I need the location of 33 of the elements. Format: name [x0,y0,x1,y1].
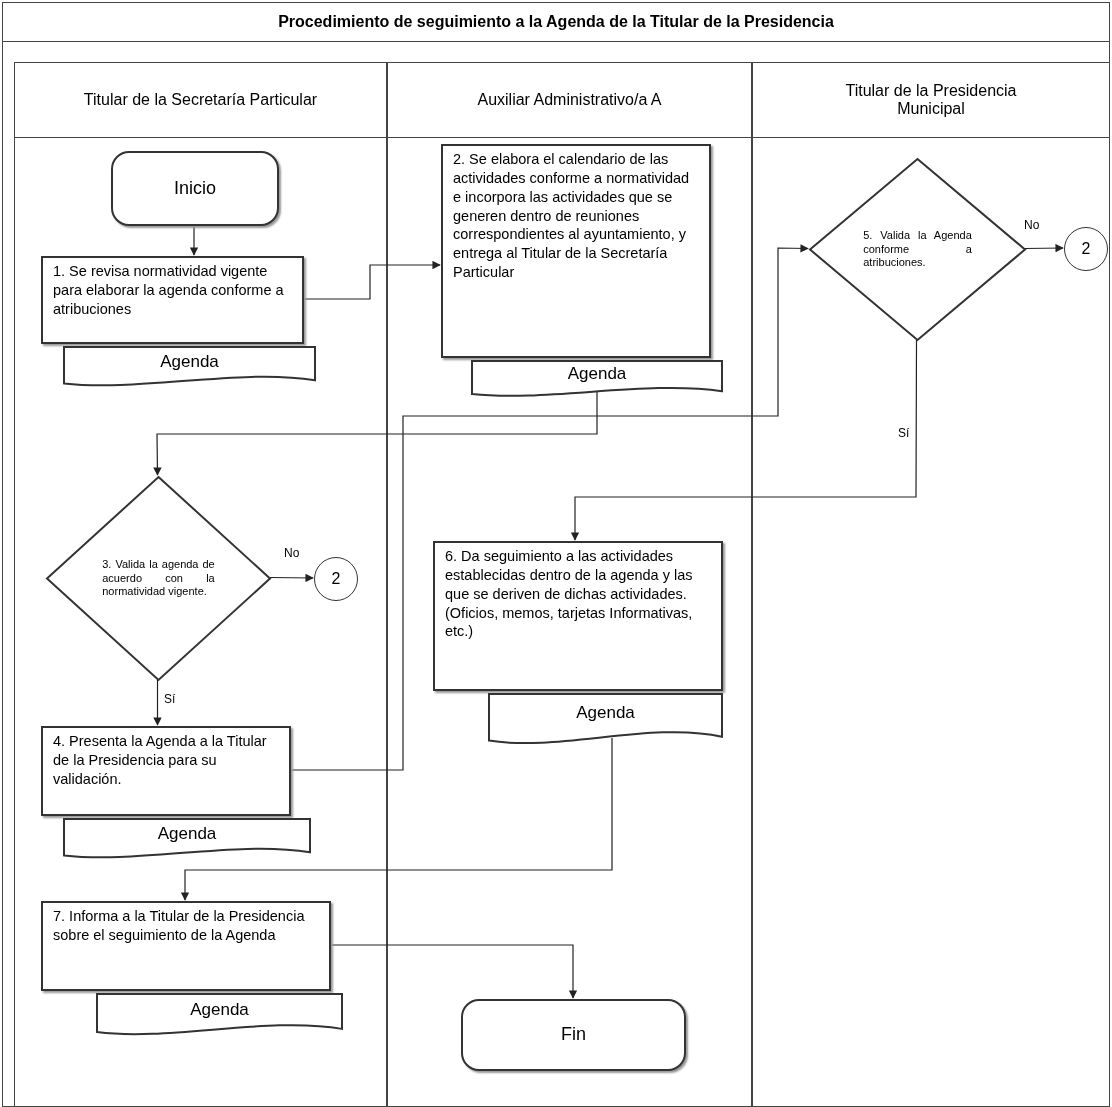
arrow [189,224,199,256]
terminator-shape: Fin [461,999,686,1071]
edge-label: Sí [896,426,912,440]
edge-label: No [1022,218,1042,232]
connector-circle: 2 [314,557,358,601]
diagram-title: Procedimiento de seguimiento a la Agenda de la Titular de la Presidencia [2,2,1110,42]
swimlane [752,62,1110,1107]
arrow [180,737,613,901]
process-box: 1. Se revisa normatividad vigente para elaborar la agenda conforme a atribuciones [41,256,304,344]
edge-label: Sí [162,692,178,706]
arrow [302,260,441,300]
process-box: 6. Da seguimiento a las actividades establecidas dentro de la agenda y las que se deriven de dichas actividades. (Oficios, memos, tarjetas Informativas, etc.) [433,541,723,691]
arrow [153,679,162,726]
arrow [153,391,598,476]
lane-header: Titular de la Secretaría Particular [15,63,386,138]
arrow [269,573,314,583]
lane-header: Auxiliar Administrativo/a A [388,63,751,138]
arrow [289,244,809,771]
terminator-shape: Inicio [111,151,279,226]
arrow [570,339,918,541]
edge-label: No [282,546,302,560]
arrow [1024,243,1064,253]
swimlane [14,62,387,1107]
lane-header: Titular de la Presidencia Municipal [753,63,1109,138]
process-box: 4. Presenta la Agenda a la Titular de la Presidencia para su validación. [41,726,291,816]
process-box: 2. Se elabora el calendario de las actividades conforme a normatividad e incorpora las actividades que se generen dentro de reuniones correspondientes al ayuntamiento, y entrega al Titular de la Secretaría Particular [441,144,711,358]
swimlane [387,62,752,1107]
decision-diamond: 3. Valida la agenda de acuerdo con la normatividad vigente. [46,476,271,681]
connector-circle: 2 [1064,227,1108,271]
document-shape: Agenda [471,360,723,400]
decision-diamond: 5. Valida la Agenda conforme a atribuciones. [809,158,1026,341]
arrow [329,944,578,999]
process-box: 7. Informa a la Titular de la Presidencia sobre el seguimiento de la Agenda [41,901,331,991]
